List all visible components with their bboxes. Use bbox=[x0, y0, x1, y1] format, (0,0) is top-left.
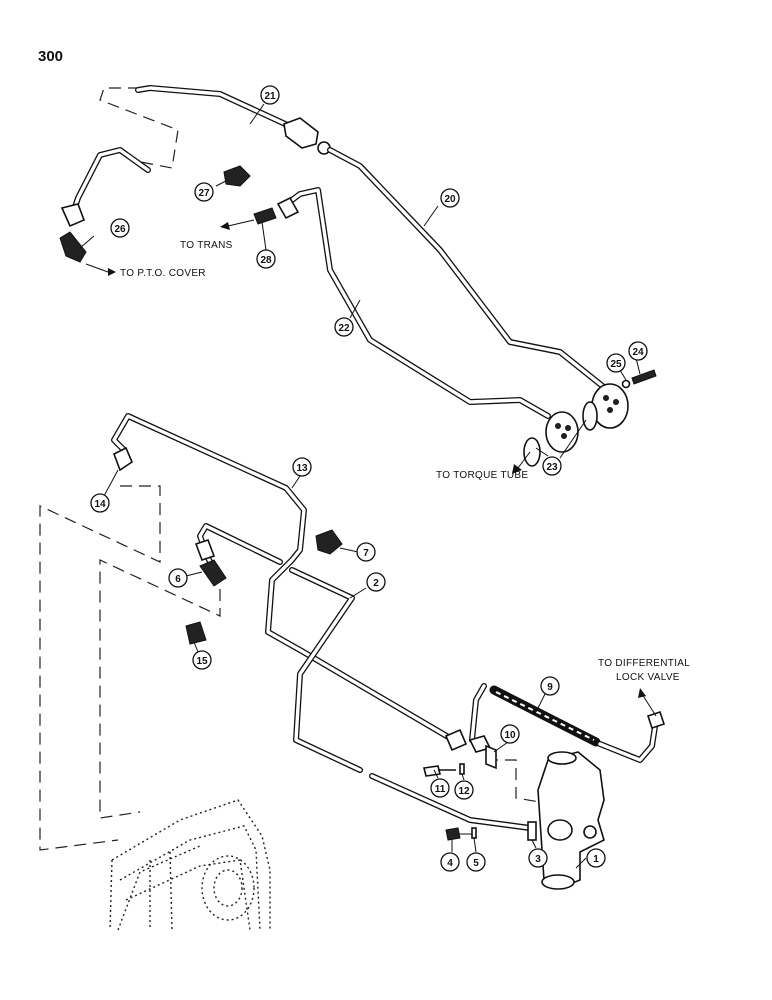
callout-22: 22 bbox=[334, 317, 354, 337]
svg-text:10: 10 bbox=[504, 730, 516, 741]
tube-nut-22 bbox=[276, 196, 300, 220]
callout-24: 24 bbox=[628, 341, 648, 361]
label-lock-valve: LOCK VALVE bbox=[616, 672, 680, 683]
washer-5 bbox=[471, 827, 477, 839]
svg-text:14: 14 bbox=[94, 499, 106, 510]
tube-21 bbox=[135, 85, 297, 131]
svg-text:7: 7 bbox=[363, 548, 369, 559]
callout-25: 25 bbox=[606, 353, 626, 373]
callout-20: 20 bbox=[440, 188, 460, 208]
svg-text:13: 13 bbox=[296, 463, 308, 474]
callout-6: 6 bbox=[168, 568, 188, 588]
elbow-26 bbox=[59, 231, 87, 263]
clip-15 bbox=[185, 621, 207, 645]
washer-12 bbox=[459, 763, 465, 775]
callout-15: 15 bbox=[192, 650, 212, 670]
callout-14: 14 bbox=[90, 493, 110, 513]
callout-3: 3 bbox=[528, 848, 548, 868]
elbow-14 bbox=[112, 446, 133, 472]
svg-text:2: 2 bbox=[373, 578, 379, 589]
svg-text:27: 27 bbox=[198, 188, 210, 199]
svg-text:24: 24 bbox=[632, 347, 644, 358]
hose-9 bbox=[489, 685, 601, 747]
callout-11: 11 bbox=[430, 778, 450, 798]
tube-2 bbox=[197, 523, 533, 831]
callout-28: 28 bbox=[256, 249, 276, 269]
tube-nut-21 bbox=[283, 117, 319, 149]
bolt-4 bbox=[445, 827, 461, 841]
phantom-valve-link bbox=[486, 759, 541, 803]
fitting-nut-13 bbox=[444, 728, 468, 752]
bolt-11 bbox=[423, 765, 456, 777]
transmission-housing bbox=[109, 799, 271, 931]
callout-26: 26 bbox=[110, 218, 130, 238]
callout-13: 13 bbox=[292, 457, 312, 477]
fitting-3 bbox=[527, 821, 537, 841]
svg-text:26: 26 bbox=[114, 224, 126, 235]
gasket-23a bbox=[582, 401, 598, 431]
gasket-23b bbox=[523, 437, 541, 467]
phantom-outline-upper bbox=[99, 87, 179, 169]
callout-10: 10 bbox=[500, 724, 520, 744]
svg-text:1: 1 bbox=[593, 854, 599, 865]
tee-stem bbox=[485, 744, 497, 770]
svg-text:21: 21 bbox=[264, 91, 276, 102]
callout-27: 27 bbox=[194, 182, 214, 202]
svg-text:3: 3 bbox=[535, 854, 541, 865]
callout-1: 1 bbox=[586, 848, 606, 868]
svg-text:28: 28 bbox=[260, 255, 272, 266]
page-number: 300 bbox=[38, 48, 64, 65]
svg-text:25: 25 bbox=[610, 359, 622, 370]
callout-7: 7 bbox=[356, 542, 376, 562]
tube-22 bbox=[289, 187, 551, 419]
adapter-28 bbox=[253, 207, 277, 225]
label-to-differential: TO DIFFERENTIAL bbox=[598, 658, 690, 669]
tube-13 bbox=[111, 413, 453, 741]
label-to-pto-cover: TO P.T.O. COVER bbox=[120, 268, 206, 279]
svg-text:11: 11 bbox=[435, 784, 446, 795]
label-to-trans: TO TRANS bbox=[180, 240, 233, 251]
flange-block-upper bbox=[591, 383, 629, 429]
callout-9: 9 bbox=[540, 676, 560, 696]
callout-5: 5 bbox=[466, 852, 486, 872]
svg-text:23: 23 bbox=[546, 462, 558, 473]
label-to-torque-tube: TO TORQUE TUBE bbox=[436, 470, 528, 481]
callout-12: 12 bbox=[454, 780, 474, 800]
svg-text:12: 12 bbox=[458, 786, 470, 797]
callout-21: 21 bbox=[260, 85, 280, 105]
svg-text:20: 20 bbox=[444, 194, 456, 205]
svg-text:15: 15 bbox=[196, 656, 208, 667]
washer-25 bbox=[621, 379, 631, 389]
svg-text:5: 5 bbox=[473, 858, 479, 869]
phantom-outline-mid bbox=[99, 559, 221, 819]
svg-text:22: 22 bbox=[338, 323, 350, 334]
svg-text:9: 9 bbox=[547, 682, 553, 693]
flange-block-lower bbox=[545, 411, 579, 453]
callout-2: 2 bbox=[366, 572, 386, 592]
bolt-24 bbox=[631, 369, 657, 385]
clip-7 bbox=[315, 529, 343, 555]
phantom-outline-lower bbox=[39, 485, 161, 851]
hose-end-fitting bbox=[646, 710, 666, 730]
elbow-6 bbox=[199, 559, 227, 587]
callout-23: 23 bbox=[542, 456, 562, 476]
callout-4: 4 bbox=[440, 852, 460, 872]
differential-lock-valve bbox=[537, 751, 605, 890]
tube-nut-6 bbox=[194, 538, 216, 562]
svg-text:4: 4 bbox=[447, 858, 453, 869]
clip-27 bbox=[223, 165, 251, 187]
tube-pto bbox=[71, 147, 151, 213]
svg-text:6: 6 bbox=[175, 574, 181, 585]
tube-nut-pto bbox=[60, 203, 86, 228]
tube-20 bbox=[327, 147, 613, 395]
